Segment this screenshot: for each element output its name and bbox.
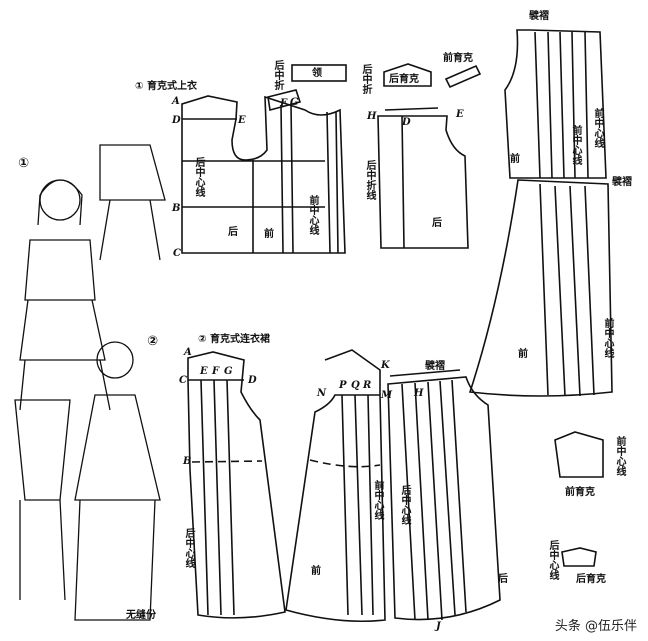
watermark: 头条 @伍乐伴 <box>551 614 640 635</box>
point-P: P <box>339 380 347 391</box>
blouse-back-figure <box>99 144 166 261</box>
label-front-center-line-2: 前中心线 <box>570 125 581 165</box>
label-front-4: 前 <box>311 566 321 577</box>
label-back-center-line-3: 后中心线 <box>399 485 410 525</box>
point-E-3: E <box>200 366 208 377</box>
section1-title: ① 育克式上衣 <box>135 82 197 92</box>
label-collar: 领 <box>312 68 322 79</box>
section1-title-text: 育克式上衣 <box>146 81 197 92</box>
label-back-center-line-2: 后中心线 <box>183 528 194 568</box>
label-front-center-line-5: 前中心线 <box>372 480 383 520</box>
label-gathers-3: 襞褶 <box>425 361 445 372</box>
point-D-2: D <box>402 117 411 128</box>
point-B: B <box>172 203 181 214</box>
point-C: C <box>173 248 181 259</box>
front-yoke-piece-2 <box>554 431 604 478</box>
point-H: H <box>367 111 377 122</box>
section2-title: ② 育克式连衣裙 <box>198 335 270 345</box>
label-back-center-line-4: 后中心线 <box>547 540 558 580</box>
label-front-yoke: 前育克 <box>443 53 473 64</box>
point-G: G <box>290 97 299 108</box>
point-R: R <box>363 380 372 391</box>
point-D: D <box>172 115 181 126</box>
back-yoke-piece <box>383 63 432 87</box>
label-gathers-1: 襞褶 <box>529 11 549 22</box>
label-back-2: 后 <box>432 218 442 229</box>
point-F-2: F <box>212 366 220 377</box>
point-E-2: E <box>456 109 464 120</box>
label-back-yoke-2: 后育克 <box>576 574 606 585</box>
point-A: A <box>172 96 180 107</box>
point-H-2: H <box>414 388 424 399</box>
point-Q: Q <box>351 380 360 391</box>
label-back-yoke: 后育克 <box>389 74 419 85</box>
label-front-center-line-1: 前中心线 <box>307 195 318 235</box>
girl-figure-1 <box>19 179 111 411</box>
label-back-1: 后 <box>228 227 238 238</box>
label-front-3: 前 <box>518 349 528 360</box>
label-front-yoke-2: 前育克 <box>565 487 595 498</box>
section2-number: ② <box>198 334 207 345</box>
label-back-center-fold-1: 后中折 <box>272 60 283 90</box>
back-piece-1 <box>377 107 469 249</box>
collar-piece <box>291 64 347 82</box>
label-back-center-fold-line: 后中折线 <box>364 160 375 200</box>
dress-back-draft <box>187 351 286 619</box>
label-front-center-line-4: 前中心线 <box>602 318 613 358</box>
front-pleated-bodice <box>504 29 607 179</box>
point-N: N <box>317 388 327 399</box>
front-skirt-piece <box>468 179 613 397</box>
dress-front-draft <box>285 349 386 623</box>
label-back-center-line-1: 后中心线 <box>193 157 204 197</box>
note-no-seam-allowance: 无缝份 <box>126 610 156 621</box>
point-M: M <box>381 390 393 401</box>
point-E: E <box>238 115 246 126</box>
figure1-number: ① <box>18 156 30 171</box>
point-B-2: B <box>183 456 192 467</box>
point-J: J <box>436 621 441 632</box>
point-C-2: C <box>179 375 187 386</box>
label-front-1: 前 <box>264 229 274 240</box>
girl-figure-2 <box>14 341 161 621</box>
label-back-3: 后 <box>498 574 508 585</box>
section1-number: ① <box>135 81 144 92</box>
point-D-3: D <box>248 375 257 386</box>
label-front-2: 前 <box>510 154 520 165</box>
label-back-center-fold-2: 后中折 <box>360 64 371 94</box>
back-yoke-piece-2 <box>561 547 597 567</box>
point-A-2: A <box>184 347 192 358</box>
label-gathers-2: 襞褶 <box>612 177 632 188</box>
point-G-2: G <box>224 366 233 377</box>
label-front-center-line-3: 前中心线 <box>592 108 603 148</box>
section2-title-text: 育克式连衣裙 <box>209 334 270 345</box>
label-front-center-line-6: 前中心线 <box>614 436 625 476</box>
dress-back-gathered-draft <box>387 369 501 621</box>
point-K: K <box>381 360 390 371</box>
bodice-draft <box>181 89 346 254</box>
point-F: F <box>280 98 288 109</box>
front-yoke-piece <box>444 64 482 89</box>
figure2-number: ② <box>147 334 159 349</box>
